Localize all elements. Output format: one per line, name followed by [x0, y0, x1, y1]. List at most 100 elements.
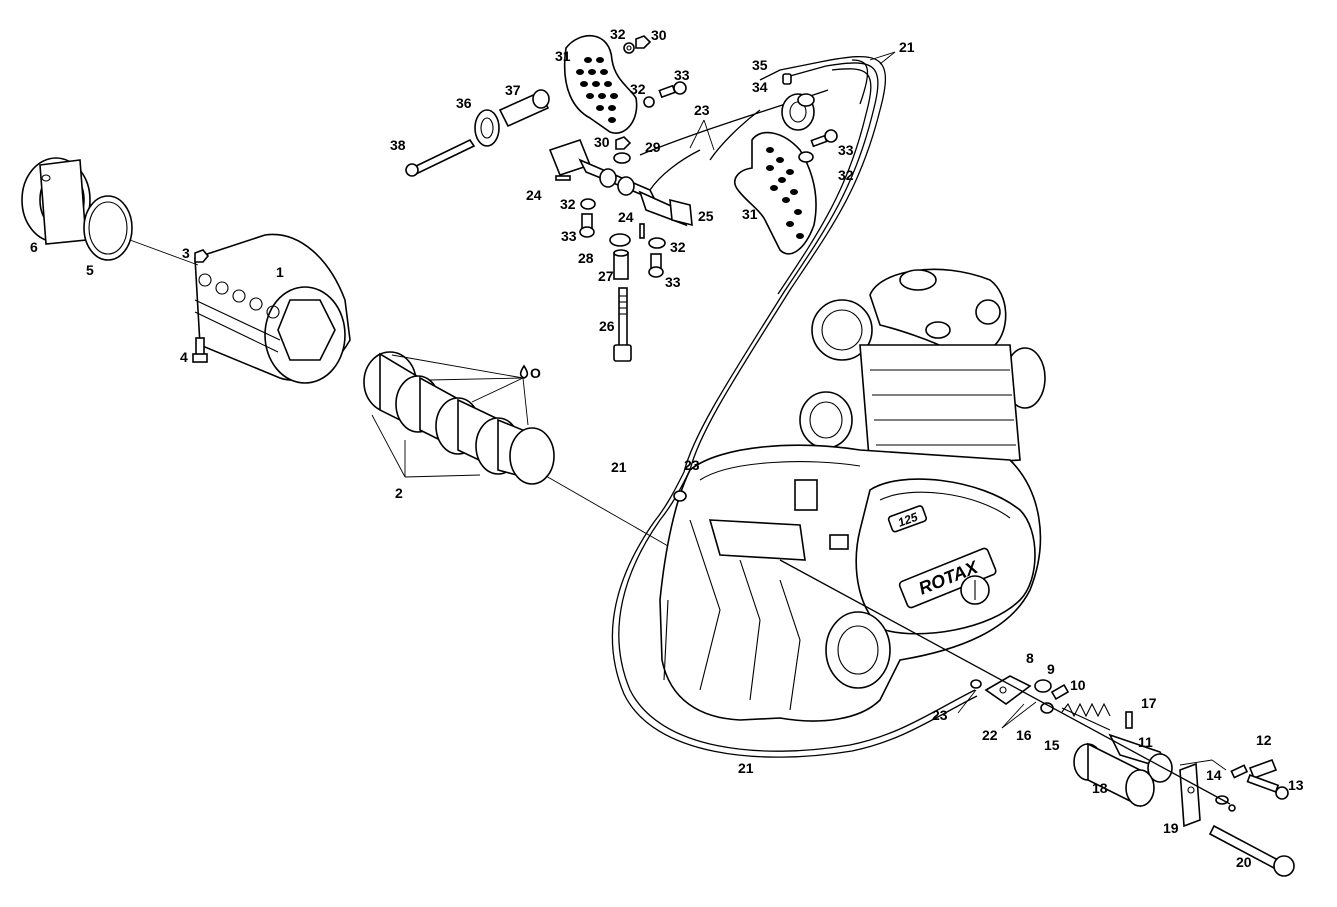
- footrest-plate-lower: [734, 131, 817, 255]
- bolt-33-right: [810, 129, 838, 148]
- label-part-24-right: 24: [618, 209, 634, 225]
- pin-24-b: [639, 223, 645, 239]
- spacer-rings: [363, 351, 555, 485]
- label-part-25: 25: [698, 208, 714, 224]
- label-part-12: 12: [1256, 732, 1272, 748]
- washer-32-right: [798, 151, 814, 163]
- label-part-17: 17: [1141, 695, 1157, 711]
- label-part-10: 10: [1070, 677, 1086, 693]
- engine-displacement-text: 125: [896, 510, 920, 530]
- washer-32-top: [623, 42, 635, 54]
- label-part-13: 13: [1288, 777, 1304, 793]
- leader-lines: [129, 51, 1227, 771]
- label-part-2: 2: [395, 485, 403, 501]
- washer-32-lever: [580, 198, 596, 210]
- cable-assembly: [611, 56, 978, 758]
- washer-32-right-lever: [648, 237, 666, 249]
- label-grease-symbol: O: [530, 365, 541, 381]
- footrest-plate-upper: [563, 35, 638, 134]
- label-part-32-lever-right: 32: [670, 239, 686, 255]
- nut-30-top: [635, 35, 652, 49]
- label-part-34: 34: [752, 79, 768, 95]
- bolt-26: [613, 287, 632, 362]
- pin-24-a: [555, 175, 571, 181]
- nut-30-mid: [615, 136, 632, 150]
- shift-actuator-11: [1108, 733, 1173, 783]
- label-part-14: 14: [1206, 767, 1222, 783]
- label-part-37: 37: [505, 82, 521, 98]
- cable-end-23-lower: [970, 679, 982, 689]
- pin-17: [1125, 711, 1133, 729]
- bracket-22: [984, 675, 1032, 705]
- cable-lower-rod: [779, 559, 1231, 805]
- bolt-33-top: [658, 81, 687, 99]
- clutch-clamp-ring: [21, 157, 91, 245]
- label-part-35: 35: [752, 57, 768, 73]
- label-part-28: 28: [578, 250, 594, 266]
- label-part-18: 18: [1092, 780, 1108, 796]
- label-part-32-right: 32: [838, 167, 854, 183]
- bolt-13: [1246, 774, 1289, 800]
- cylinder-18: [1073, 742, 1155, 808]
- label-part-33-top: 33: [674, 67, 690, 83]
- label-part-22: 22: [982, 727, 998, 743]
- bolt-20: [1208, 824, 1295, 877]
- pin-35: [782, 73, 792, 85]
- label-part-6: 6: [30, 239, 38, 255]
- label-part-38: 38: [390, 137, 406, 153]
- washer-28: [609, 233, 631, 247]
- bolt-33-lever: [579, 213, 595, 238]
- cable-guide-34: [781, 93, 815, 131]
- label-part-36: 36: [456, 95, 472, 111]
- label-part-9: 9: [1047, 661, 1055, 677]
- label-part-23-middle: 23: [684, 457, 700, 473]
- spring-15: [1061, 702, 1111, 731]
- label-part-27: 27: [598, 268, 614, 284]
- label-part-31-top: 31: [555, 48, 571, 64]
- grease-drop-icon: [519, 364, 529, 379]
- label-part-23-bottom: 23: [932, 707, 948, 723]
- label-part-19: 19: [1163, 820, 1179, 836]
- label-part-21-top: 21: [899, 39, 915, 55]
- label-part-30-top: 30: [651, 27, 667, 43]
- washer-29: [613, 152, 631, 164]
- link-12: [1248, 758, 1278, 780]
- label-part-15: 15: [1044, 737, 1060, 753]
- cable-end-23-middle: [673, 490, 687, 502]
- label-part-33-right: 33: [838, 142, 854, 158]
- sleeve-27: [613, 249, 629, 280]
- bolt-4: [192, 337, 208, 363]
- label-part-3: 3: [182, 245, 190, 261]
- o-ring-seal: [83, 195, 133, 261]
- label-part-21-bottom: 21: [738, 760, 754, 776]
- label-part-32-upper-middle: 32: [630, 81, 646, 97]
- label-part-29: 29: [645, 139, 661, 155]
- label-part-31-bottom: 31: [742, 206, 758, 222]
- sleeve-housing: [194, 233, 351, 384]
- label-part-32-lever-left: 32: [560, 196, 576, 212]
- bracket-19: [1179, 762, 1201, 828]
- label-part-8: 8: [1026, 650, 1034, 666]
- label-part-30-middle: 30: [594, 134, 610, 150]
- label-part-23-top: 23: [694, 102, 710, 118]
- label-part-33-lever-right: 33: [665, 274, 681, 290]
- label-part-32-top: 32: [610, 26, 626, 42]
- label-part-4: 4: [180, 349, 188, 365]
- nut-3: [194, 249, 210, 263]
- label-part-11: 11: [1138, 734, 1153, 750]
- pin-12: [1230, 764, 1249, 779]
- label-part-20: 20: [1236, 854, 1252, 870]
- label-part-1: 1: [276, 264, 284, 280]
- shift-shaft-assembly: [405, 89, 550, 177]
- callout-labels: 1 2 3 4 5 6 8 9 10 11 12 13 14 15 16 17 …: [30, 26, 1304, 870]
- label-part-5: 5: [86, 262, 94, 278]
- washer-9: [1034, 679, 1052, 693]
- label-part-24-left: 24: [526, 187, 542, 203]
- shift-lever-linkage: [548, 139, 693, 227]
- label-part-21-left: 21: [611, 459, 627, 475]
- washer-32-mid: [643, 96, 655, 108]
- bolt-10: [1050, 683, 1070, 701]
- bolt-33-right-lever: [648, 253, 664, 278]
- label-part-16: 16: [1016, 727, 1032, 743]
